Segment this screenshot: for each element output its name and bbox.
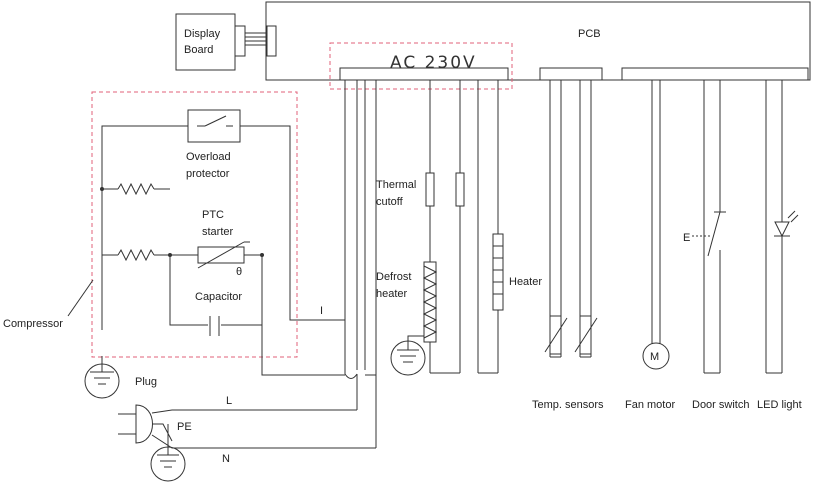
temp-sensors: Temp. sensors bbox=[532, 80, 604, 411]
main-wires bbox=[344, 80, 377, 448]
heater-element bbox=[492, 233, 504, 311]
heater-label: Heater bbox=[509, 276, 542, 288]
ac-supply-label: AC 230V bbox=[390, 53, 477, 73]
thermal-cutoff-fuse bbox=[425, 172, 435, 207]
compressor-circuit: Overload protector θ PTC starter Capacit… bbox=[100, 109, 345, 376]
wire-marker-i: I bbox=[320, 305, 323, 317]
ptc-starter-label-1: PTC bbox=[202, 209, 224, 221]
heater-assembly: Heater bbox=[477, 80, 542, 374]
defrost-heater-element bbox=[423, 261, 437, 343]
fan-motor-label: Fan motor bbox=[625, 399, 675, 411]
pcb: PCB bbox=[265, 1, 811, 81]
fan-motor-symbol: M bbox=[650, 351, 659, 363]
display-board: Display Board bbox=[175, 13, 277, 71]
defrost-heater-label-1: Defrost bbox=[376, 271, 411, 283]
winding-resistor-1 bbox=[117, 182, 155, 196]
ground-icon bbox=[390, 340, 426, 376]
ground-icon bbox=[84, 363, 120, 399]
winding-resistor-2 bbox=[117, 248, 155, 262]
door-switch: E Door switch bbox=[683, 80, 749, 411]
compressor-highlight bbox=[91, 91, 298, 358]
line-pe-label: PE bbox=[177, 421, 192, 433]
compressor-label: Compressor bbox=[3, 318, 63, 330]
led-light-label: LED light bbox=[757, 399, 802, 411]
led-icon bbox=[774, 221, 790, 238]
thermal-cutoff-fuse bbox=[455, 172, 465, 207]
door-switch-label: Door switch bbox=[692, 399, 749, 411]
defrost-heater-assembly: Thermal cutoff Defrost heater bbox=[376, 80, 465, 376]
fan-motor-icon bbox=[642, 342, 670, 370]
ptc-starter-label-2: starter bbox=[202, 226, 234, 238]
defrost-heater-label-2: heater bbox=[376, 288, 408, 300]
plug: Plug L PE N bbox=[118, 376, 376, 482]
door-switch-contact bbox=[707, 211, 721, 257]
fan-motor: M Fan motor bbox=[625, 80, 675, 411]
ground-icon bbox=[150, 446, 186, 482]
compressor-ground bbox=[84, 356, 120, 399]
thermal-cutoff-label-1: Thermal bbox=[376, 179, 416, 191]
overload-protector-label-2: protector bbox=[186, 168, 230, 180]
line-n-label: N bbox=[222, 453, 230, 465]
door-switch-symbol: E bbox=[683, 232, 690, 244]
thermal-cutoff-label-2: cutoff bbox=[376, 196, 404, 208]
ac-supply-highlight bbox=[329, 42, 513, 90]
ptc-theta: θ bbox=[236, 266, 242, 278]
led-light: LED light bbox=[757, 80, 802, 411]
pcb-label: PCB bbox=[578, 28, 601, 40]
overload-protector-label-1: Overload bbox=[186, 151, 231, 163]
display-board-label-2: Board bbox=[184, 44, 213, 56]
line-l-label: L bbox=[226, 395, 232, 407]
capacitor-label: Capacitor bbox=[195, 291, 242, 303]
plug-icon bbox=[135, 404, 153, 444]
plug-label: Plug bbox=[135, 376, 157, 388]
temp-sensors-label: Temp. sensors bbox=[532, 399, 604, 411]
display-board-label-1: Display bbox=[184, 28, 221, 40]
